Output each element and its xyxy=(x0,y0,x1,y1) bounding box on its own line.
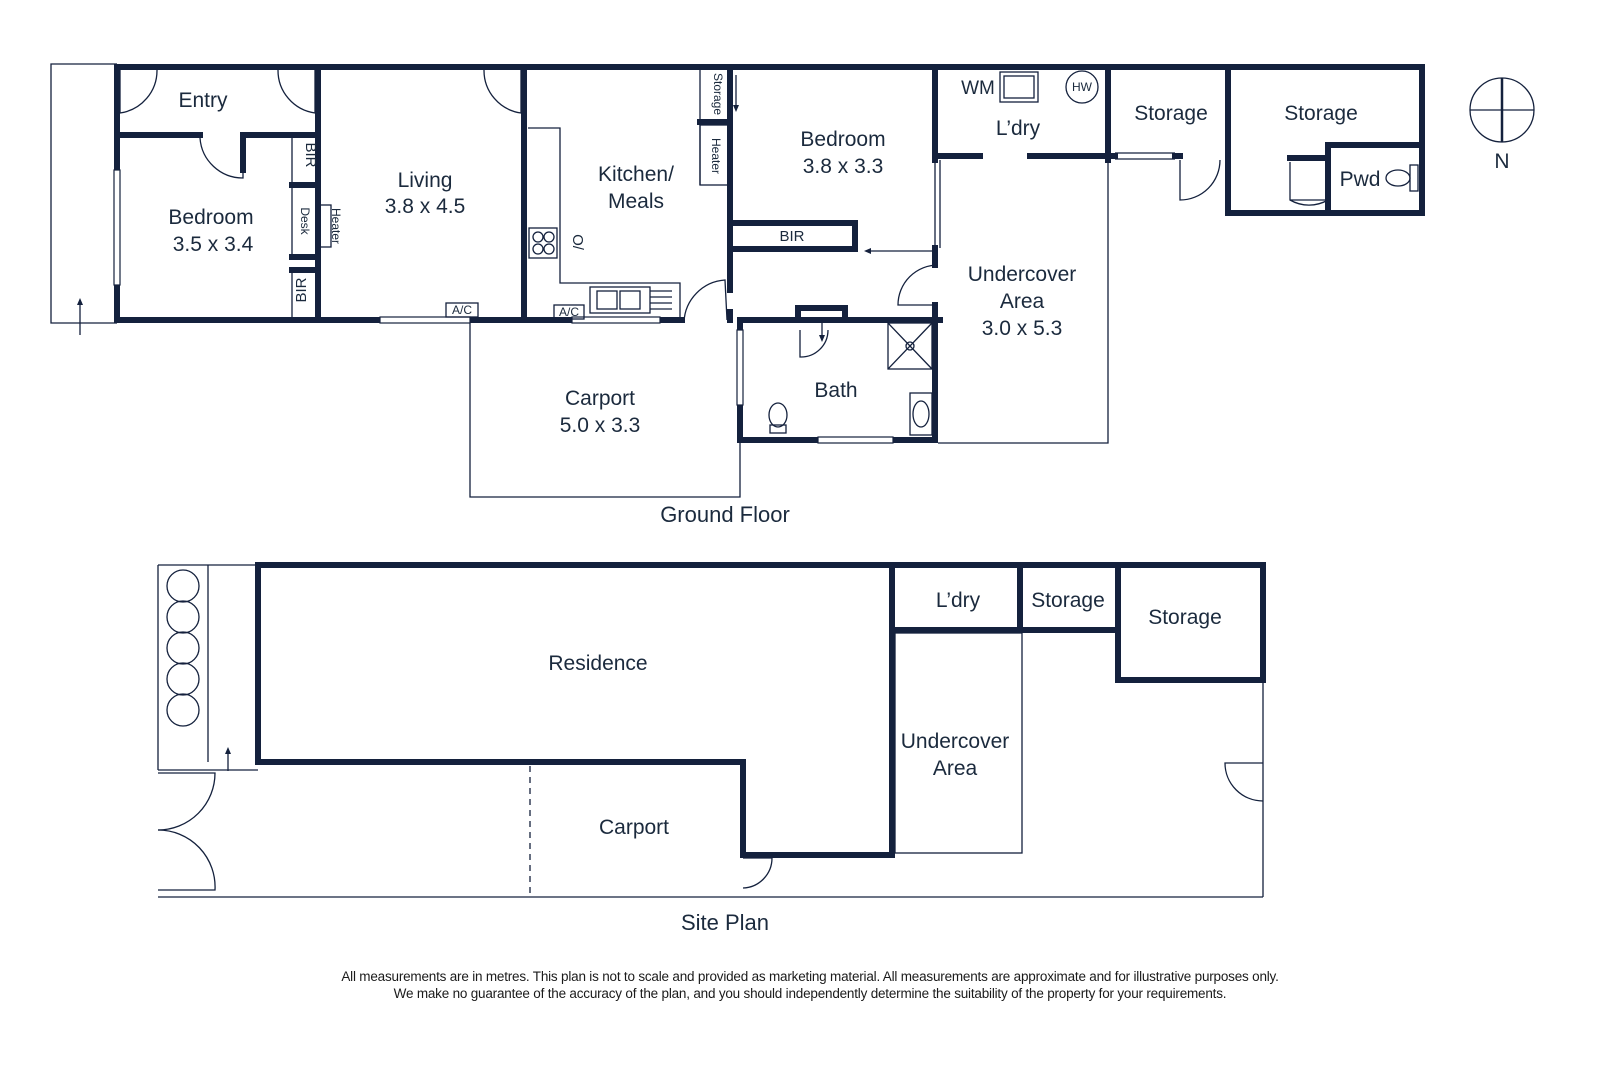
trees-icon xyxy=(166,569,200,727)
compass-north-label: N xyxy=(1494,150,1509,173)
ac-label-b: A/C xyxy=(559,305,579,319)
living-label: Living xyxy=(398,169,453,192)
undercover-size: 3.0 x 5.3 xyxy=(982,317,1063,340)
ground-floor-title: Ground Floor xyxy=(660,502,790,527)
front-porch-outline xyxy=(50,63,117,324)
oven-label: O/ xyxy=(569,234,586,251)
residence-outline xyxy=(255,562,895,858)
kitchen-label: Kitchen/ xyxy=(598,163,674,186)
site-plan: Residence L’dry Storage Storage Undercov… xyxy=(157,562,1266,935)
heater-label-a: Heater xyxy=(329,208,343,244)
storage2-label: Storage xyxy=(1284,102,1358,125)
residence-label: Residence xyxy=(548,652,647,675)
ground-floor-plan: Entry Bedroom 3.5 x 3.4 Living 3.8 x 4.5… xyxy=(50,63,1535,527)
site-laundry-label: L’dry xyxy=(936,589,981,612)
wm-label: WM xyxy=(961,78,995,99)
bir-label-c: BIR xyxy=(779,228,804,245)
disclaimer-line-1: All measurements are in metres. This pla… xyxy=(341,969,1279,984)
bath-label: Bath xyxy=(814,379,857,402)
disclaimer-line-2: We make no guarantee of the accuracy of … xyxy=(393,986,1227,1001)
entry-arrow-head xyxy=(77,298,83,305)
site-storage2-label: Storage xyxy=(1148,606,1222,629)
site-undercover-label: Undercover xyxy=(901,730,1010,753)
site-storage1-label: Storage xyxy=(1031,589,1105,612)
entry-label: Entry xyxy=(178,89,228,112)
undercover-label: Undercover xyxy=(968,263,1077,286)
windows xyxy=(113,169,894,444)
storage1-label: Storage xyxy=(1134,102,1208,125)
heater-label-b: Heater xyxy=(709,138,723,174)
storage-small-label: Storage xyxy=(711,73,725,115)
bedroom2-size: 3.8 x 3.3 xyxy=(803,155,884,178)
kitchen-fixtures xyxy=(445,127,681,320)
site-undercover-label-2: Area xyxy=(933,757,978,780)
ac-label-a: A/C xyxy=(452,303,472,317)
desk-label: Desk xyxy=(298,207,312,235)
laundry-label: L’dry xyxy=(996,117,1041,140)
undercover-label-2: Area xyxy=(1000,290,1045,313)
carport-size: 5.0 x 3.3 xyxy=(560,414,641,437)
meals-label: Meals xyxy=(608,190,664,213)
site-carport-label: Carport xyxy=(599,816,669,839)
interior-walls xyxy=(114,64,1425,443)
powder-label: Pwd xyxy=(1340,168,1381,191)
living-size: 3.8 x 4.5 xyxy=(385,195,466,218)
undercover-outline xyxy=(938,160,1109,444)
bedroom2-label: Bedroom xyxy=(800,128,885,151)
site-plan-title: Site Plan xyxy=(681,910,769,935)
carport-label: Carport xyxy=(565,387,635,410)
bir-label-a: BIR xyxy=(302,142,319,167)
bir-label-b: BIR xyxy=(293,277,310,302)
doors xyxy=(119,69,1329,358)
bedroom1-label: Bedroom xyxy=(168,206,253,229)
compass-icon xyxy=(1469,77,1535,143)
hw-label: HW xyxy=(1072,80,1093,94)
carport-outline xyxy=(469,323,741,498)
bedroom1-size: 3.5 x 3.4 xyxy=(173,233,254,256)
